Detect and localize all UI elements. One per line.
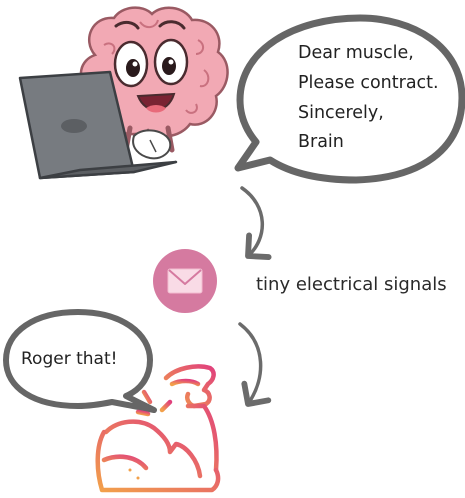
envelope-icon <box>153 249 217 313</box>
muscle-reply: Roger that! <box>21 349 117 369</box>
brain-message-line-2: Please contract. <box>298 73 439 93</box>
muscle-speech-bubble: Roger that! <box>6 312 154 410</box>
arrow-to-muscle <box>240 324 261 404</box>
brain-message-line-3: Sincerely, <box>298 103 384 123</box>
signal-label: tiny electrical signals <box>256 274 447 295</box>
glove-hand-icon <box>133 130 170 158</box>
brain-message-line-1: Dear muscle, <box>298 43 414 63</box>
arrow-to-signal <box>242 188 262 256</box>
brain-speech-bubble: Dear muscle, Please contract. Sincerely,… <box>238 18 462 180</box>
brain-message-line-4: Brain <box>298 132 344 152</box>
